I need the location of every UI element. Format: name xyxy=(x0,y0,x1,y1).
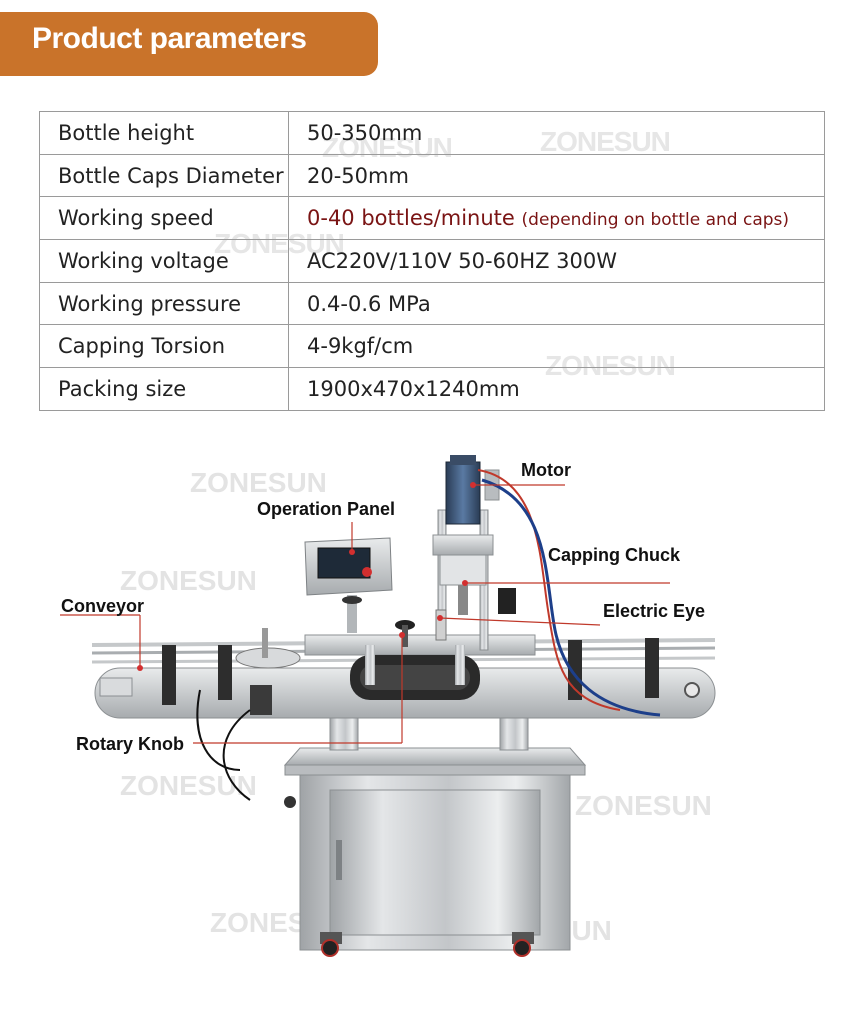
callout-capping-chuck: Capping Chuck xyxy=(548,545,681,565)
sensor-block xyxy=(250,685,272,715)
caster-wheel xyxy=(513,939,531,957)
caster-wheel xyxy=(321,939,339,957)
parameters-table: Bottle height 50-350mm Bottle Caps Diame… xyxy=(39,111,825,411)
callout-conveyor: Conveyor xyxy=(61,596,145,616)
watermark: ZONESUN xyxy=(120,565,257,596)
cabinet-top-edge xyxy=(284,764,586,776)
param-label: Capping Torsion xyxy=(39,324,289,369)
motor-cap xyxy=(450,455,476,465)
power-switch xyxy=(284,796,296,808)
param-label: Working speed xyxy=(39,196,289,241)
param-value: 20-50mm xyxy=(288,153,825,198)
param-value-cell: 0-40 bottles/minute (depending on bottle… xyxy=(288,196,825,241)
param-note: (depending on bottle and caps) xyxy=(521,210,790,231)
cable xyxy=(222,709,251,801)
cabinet-door xyxy=(329,789,541,936)
callout-dots xyxy=(137,482,476,671)
param-label: Working voltage xyxy=(39,239,289,283)
panel-mount xyxy=(342,596,362,604)
capping-chuck xyxy=(458,585,468,615)
conveyor-roller xyxy=(684,682,700,698)
table-row: Packing size 1900x470x1240mm xyxy=(39,367,825,411)
watermark: ZONESUN xyxy=(190,467,327,498)
machine-illustration: ZONESUN ZONESUN ZONESUN ZONESUN ZONESUN … xyxy=(60,455,716,957)
param-value: 50-350mm xyxy=(288,111,825,155)
table-row: Working pressure 0.4-0.6 MPa xyxy=(39,281,825,326)
platform-post xyxy=(455,645,465,685)
rail-bracket xyxy=(645,638,659,698)
callout-rotary-knob: Rotary Knob xyxy=(76,734,184,754)
electric-eye xyxy=(435,609,447,641)
param-value: 0-40 bottles/minute xyxy=(307,206,515,231)
table-row: Bottle Caps Diameter 20-50mm xyxy=(39,153,825,198)
rail-bracket xyxy=(162,645,176,705)
door-handle xyxy=(336,840,342,880)
table-row: Working speed 0-40 bottles/minute (depen… xyxy=(39,196,825,241)
rotary-knob-shaft xyxy=(402,625,408,647)
param-value: 4-9kgf/cm xyxy=(288,324,825,369)
param-value: 1900x470x1240mm xyxy=(288,367,825,411)
callout-operation-panel: Operation Panel xyxy=(257,499,396,519)
motor xyxy=(445,461,481,525)
callout-lines xyxy=(60,484,670,744)
platform-post xyxy=(365,645,375,685)
param-value: 0.4-0.6 MPa xyxy=(288,281,825,326)
table-row: Working voltage AC220V/110V 50-60HZ 300W xyxy=(39,239,825,283)
panel-post xyxy=(347,595,357,633)
cable xyxy=(196,689,241,771)
chuck-carriage xyxy=(432,534,494,556)
star-wheel-shaft xyxy=(262,628,268,658)
emergency-stop xyxy=(362,567,372,577)
control-box xyxy=(498,588,516,614)
chuck-housing xyxy=(439,554,487,586)
page-title: Product parameters xyxy=(32,22,307,55)
param-label: Bottle Caps Diameter xyxy=(39,153,289,198)
table-row: Bottle height 50-350mm xyxy=(39,111,825,155)
table-row: Capping Torsion 4-9kgf/cm xyxy=(39,324,825,369)
watermark: ZONESUN xyxy=(575,790,712,821)
belt xyxy=(360,665,470,690)
param-label: Working pressure xyxy=(39,281,289,326)
capping-platform xyxy=(304,634,536,656)
watermark: ZONESUN xyxy=(120,770,257,801)
touch-screen xyxy=(317,547,371,579)
param-value: AC220V/110V 50-60HZ 300W xyxy=(288,239,825,283)
cable xyxy=(481,478,661,717)
callout-electric-eye: Electric Eye xyxy=(603,601,706,621)
cable xyxy=(477,469,621,711)
cabinet-top xyxy=(283,747,587,766)
callout-motor: Motor xyxy=(521,460,571,480)
param-label: Bottle height xyxy=(39,111,289,155)
rail-bracket xyxy=(218,645,232,700)
param-label: Packing size xyxy=(39,367,289,411)
header-tab xyxy=(0,12,378,76)
conveyor-plate xyxy=(99,677,133,697)
